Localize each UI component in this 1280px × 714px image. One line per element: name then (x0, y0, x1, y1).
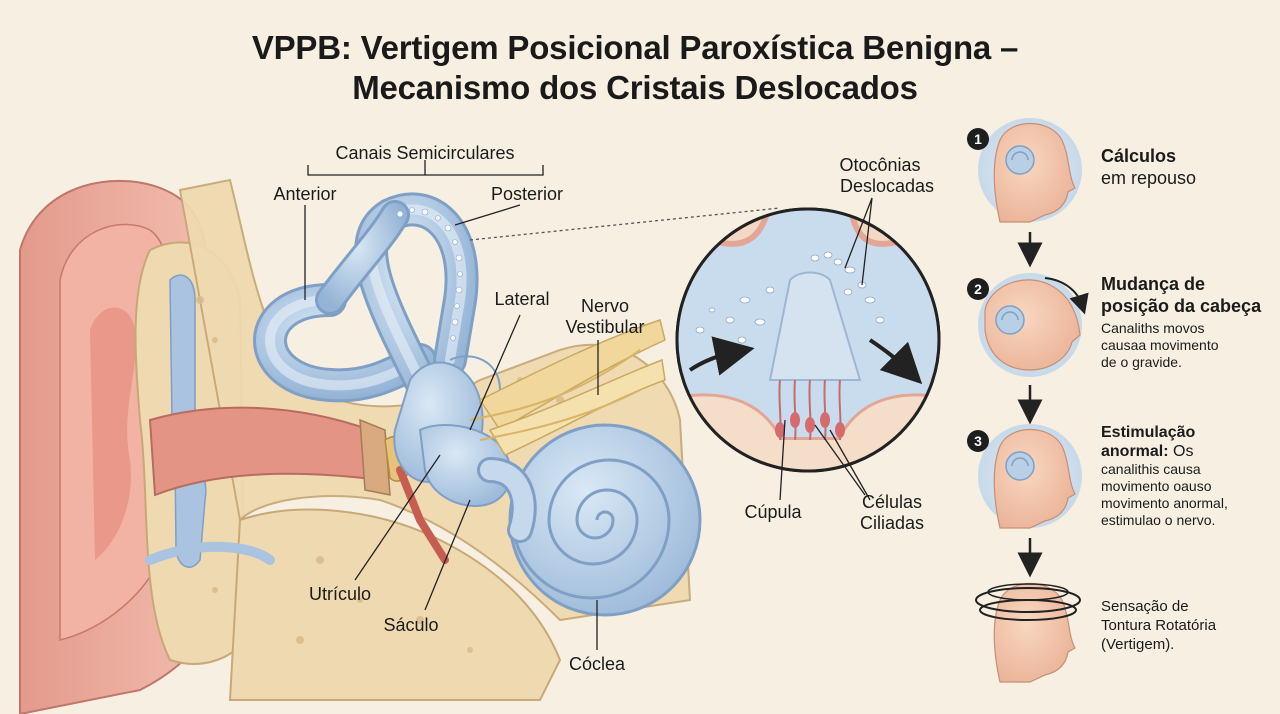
step-3-title-tail: Os (1168, 443, 1194, 460)
ear-canal (148, 406, 449, 564)
step-3-desc-line-1: canalithis causa (1101, 461, 1201, 477)
semicircular-canals (253, 192, 512, 507)
step-1-head (978, 118, 1082, 223)
label-cupula: Cúpula (744, 502, 802, 522)
step-2-number: 2 (967, 278, 989, 300)
label-utriculo: Utrículo (309, 584, 371, 604)
step-3-title-line-2: anormal: Os (1101, 441, 1193, 462)
label-anterior: Anterior (273, 184, 336, 204)
step-3-head (978, 424, 1082, 529)
step-3-title-line-1: Estimulação (1101, 424, 1196, 441)
step-2-desc-line-1: Canaliths movos (1101, 320, 1205, 336)
step-3-desc-line-3: movimento anormal, (1101, 495, 1228, 511)
step-1-number: 1 (967, 128, 989, 150)
step-3-title-bold: anormal: (1101, 443, 1169, 460)
label-nervo: Nervo (581, 296, 629, 316)
step-2-title-line-1: Mudança de (1101, 274, 1206, 294)
label-vestibular: Vestibular (565, 317, 644, 337)
step-2-head (978, 273, 1089, 377)
label-otoconias: Otocônias (839, 155, 920, 175)
diagram-title: VPPB: Vertigem Posicional Paroxística Be… (0, 28, 1270, 108)
label-posterior: Posterior (491, 184, 563, 204)
step-4-head (975, 582, 1081, 683)
anatomy-leader-lines (304, 160, 781, 650)
zoom-inset (675, 207, 941, 473)
step-3-number: 3 (967, 430, 989, 452)
label-canais-semicirculares: Canais Semicirculares (335, 143, 514, 163)
step-4-line-3: (Vertigem). (1101, 636, 1175, 653)
step-2-title-line-2: posição da cabeça (1101, 296, 1262, 316)
step-4-line-1: Sensação de (1101, 598, 1189, 615)
zoom-leader-lines (779, 197, 873, 501)
step-4-line-2: Tontura Rotatória (1101, 617, 1217, 634)
step-1-title-line-1: Cálculos (1101, 146, 1177, 166)
label-coclea: Cóclea (569, 654, 626, 674)
step-3-desc-line-2: movimento oauso (1101, 478, 1212, 494)
label-deslocadas: Deslocadas (840, 176, 934, 196)
anatomy-labels: Canais Semicirculares Anterior Posterior… (273, 143, 934, 674)
title-line-2: Mecanismo dos Cristais Deslocados (352, 69, 918, 106)
label-celulas: Células (862, 492, 922, 512)
step-2-desc-line-2: causaa movimento (1101, 337, 1219, 353)
cochlea (477, 423, 702, 617)
vestibular-nerve (469, 319, 666, 456)
step-2-desc-line-3: de o gravide. (1101, 354, 1182, 370)
label-lateral: Lateral (494, 289, 549, 309)
label-ciliadas: Ciliadas (860, 513, 924, 533)
step-3-desc-line-4: estimulao o nervo. (1101, 512, 1216, 528)
label-saculo: Sáculo (383, 615, 438, 635)
title-line-1: VPPB: Vertigem Posicional Paroxística Be… (251, 29, 1019, 66)
step-1-title-line-2: em repouso (1101, 168, 1197, 188)
